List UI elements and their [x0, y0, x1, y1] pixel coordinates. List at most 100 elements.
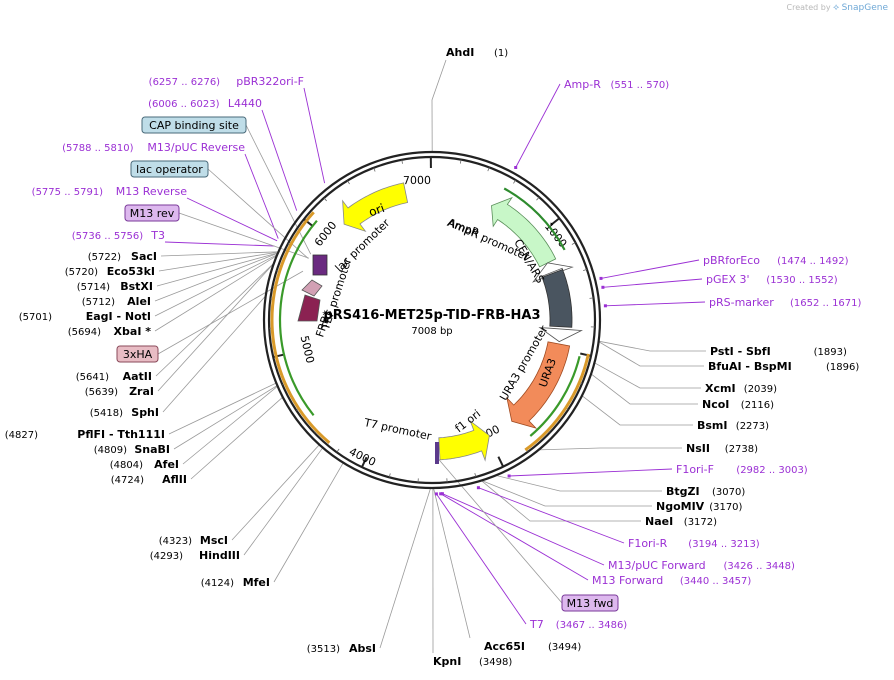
minor-tick [474, 473, 477, 478]
enzyme-name: NaeI [645, 515, 673, 528]
enzyme-position: (3170) [709, 502, 742, 513]
tick-label-5000: 5000 [298, 334, 317, 364]
ring-inner [267, 155, 597, 485]
plasmid-name: pRS416-MET25p-TID-FRB-HA3 [323, 308, 540, 323]
minor-tick [401, 159, 403, 164]
site-leader [156, 252, 279, 287]
primer-range: (551 .. 570) [611, 80, 670, 91]
primer-leader [602, 278, 703, 288]
site-leader [158, 251, 279, 272]
enzyme-position: (1896) [826, 362, 859, 373]
feature-label-t7-promoter: T7 promoter [362, 416, 433, 443]
box-label-misc: lac operator [136, 163, 203, 176]
primer-range: (3426 .. 3448) [724, 561, 796, 572]
site-leader [598, 340, 706, 352]
site-leader [231, 444, 320, 541]
primer-name: Amp-R [564, 78, 601, 91]
primer-name: T3 [150, 229, 165, 242]
primer-leader [303, 87, 326, 184]
site-leader [495, 475, 662, 492]
enzyme-name: AatII [123, 370, 152, 383]
enzyme-name: SphI [131, 406, 159, 419]
tick-label-6000: 6000 [312, 219, 340, 249]
enzyme-name: NcoI [702, 398, 729, 411]
minor-tick [513, 179, 516, 184]
tick-label-7000: 7000 [403, 174, 431, 187]
enzyme-name: XcmI [705, 382, 736, 395]
enzyme-position: (3494) [548, 642, 581, 653]
primer-range: (1652 .. 1671) [790, 298, 862, 309]
enzyme-position: (5694) [68, 327, 101, 338]
enzyme-position: (4293) [150, 551, 183, 562]
primer-range: (1474 .. 1492) [777, 256, 849, 267]
minor-tick [388, 473, 391, 478]
credit-brand: SnapGene [841, 3, 888, 13]
enzyme-position: (5722) [88, 252, 121, 263]
box-leader [437, 457, 563, 604]
primer-range: (2982 .. 3003) [736, 465, 808, 476]
site-leader [160, 251, 279, 257]
enzyme-position: (4804) [110, 460, 143, 471]
minor-tick [373, 167, 376, 172]
ring-outer [262, 150, 602, 490]
box-label-primer: M13 rev [130, 207, 175, 220]
enzyme-name: HindIII [199, 549, 240, 562]
enzyme-name: EagI - NotI [86, 310, 151, 323]
site-leader [581, 395, 693, 426]
enzyme-name: AleI [127, 295, 151, 308]
primer-leader [515, 83, 561, 168]
primer-site-mark [603, 304, 607, 308]
primer-site-mark [434, 492, 438, 496]
t7-promoter-mark [435, 442, 439, 464]
minor-tick [323, 197, 327, 202]
minor-tick [536, 196, 540, 201]
primer-name: M13 Forward [592, 574, 663, 587]
ura3-orf-outer [524, 353, 590, 452]
box-label-frame [116, 345, 159, 363]
primer-name: pBR322ori-F [236, 75, 304, 88]
primer-site-mark [601, 285, 605, 289]
primer-name: pRS-marker [709, 296, 774, 309]
enzyme-name: ZraI [129, 385, 154, 398]
enzyme-position: (4809) [94, 445, 127, 456]
enzyme-name: KpnI [433, 655, 461, 668]
box-label-frame [141, 116, 247, 134]
frb-feature [297, 294, 321, 322]
enzyme-name: SacI [131, 250, 157, 263]
site-leader [590, 373, 698, 405]
minor-tick [336, 448, 340, 453]
minor-tick [571, 242, 576, 245]
ampr-feature [491, 196, 557, 268]
primer-leader [605, 301, 706, 307]
feature-label-ori: ori [367, 201, 386, 219]
primer-site-mark [599, 276, 603, 280]
box-leader [178, 212, 309, 259]
box-leader [245, 124, 312, 255]
primer-leader [261, 109, 298, 211]
enzyme-position: (5714) [77, 282, 110, 293]
snapgene-logo: ⟡ [833, 3, 840, 13]
site-leader [154, 252, 278, 302]
enzyme-position: (4323) [159, 536, 192, 547]
minor-tick [459, 159, 462, 164]
enzyme-name: Acc65I [484, 640, 525, 653]
site-leader [243, 447, 324, 556]
enzyme-position: (3070) [712, 487, 745, 498]
minor-tick [487, 167, 490, 172]
ampr-orf-arrow [503, 187, 566, 251]
enzyme-name: AhdI [446, 46, 474, 59]
box-label-frame [124, 204, 180, 222]
primer-site-mark [476, 486, 480, 490]
tick-1000 [550, 217, 560, 226]
enzyme-name: AbsI [349, 642, 376, 655]
site-leader [594, 362, 701, 389]
site-leader [273, 462, 344, 583]
enzyme-position: (3172) [684, 517, 717, 528]
enzyme-position: (5701) [19, 312, 52, 323]
enzyme-position: (4827) [5, 430, 38, 441]
primer-site-mark [440, 492, 444, 496]
credit-text: Created by [786, 3, 831, 12]
ori-feature [342, 182, 409, 232]
cen-ars-feature [541, 268, 573, 328]
enzyme-name: BsmI [697, 419, 728, 432]
